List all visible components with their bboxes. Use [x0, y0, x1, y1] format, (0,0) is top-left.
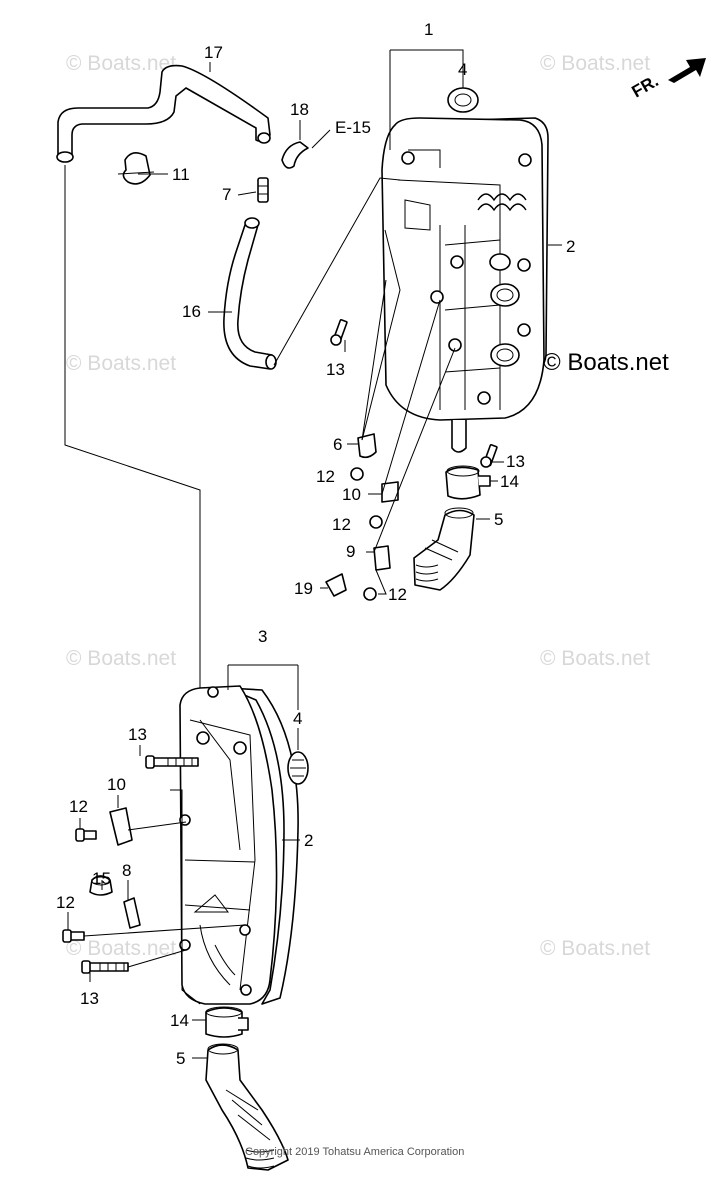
label-part-17: 17: [204, 43, 223, 62]
watermark: © Boats.net: [540, 647, 650, 670]
upper-hose-assembly: [56, 64, 309, 370]
label-part-19: 19: [294, 579, 313, 598]
label-part-18: 18: [290, 100, 309, 119]
label-part-14: 14: [500, 472, 519, 491]
forward-arrow-icon: [668, 58, 706, 83]
label-part-2: 2: [566, 237, 575, 256]
lower-small-parts: [62, 755, 289, 1171]
watermark: © Boats.net: [66, 52, 176, 75]
watermark: © Boats.net: [66, 937, 176, 960]
label-part-3: 3: [258, 627, 267, 646]
label-part-13: 13: [506, 452, 525, 471]
label-part-1: 1: [424, 20, 433, 39]
watermarks: © Boats.net © Boats.net © Boats.net © Bo…: [66, 52, 669, 960]
label-part-14: 14: [170, 1011, 189, 1030]
watermark: © Boats.net: [66, 352, 176, 375]
label-part-13: 13: [128, 725, 147, 744]
label-part-12: 12: [388, 585, 407, 604]
upper-cylinder-head-cover: [381, 87, 549, 453]
label-part-12: 12: [316, 467, 335, 486]
label-ref-e15: E-15: [335, 118, 371, 137]
label-part-5: 5: [494, 510, 503, 529]
label-part-4: 4: [458, 60, 467, 79]
label-part-10: 10: [107, 775, 126, 794]
label-part-11: 11: [172, 165, 190, 184]
label-part-6: 6: [333, 435, 342, 454]
label-part-16: 16: [182, 302, 201, 321]
label-part-4: 4: [293, 709, 302, 728]
part-labels: 1 4 2 17 11 18 E-15 7 16 13 6 12 10 12 9…: [56, 20, 575, 1068]
watermark: © Boats.net: [540, 52, 650, 75]
lower-leader-lines: [67, 664, 300, 1059]
label-part-8: 8: [122, 861, 131, 880]
watermark: © Boats.net: [66, 647, 176, 670]
label-part-12: 12: [56, 893, 75, 912]
label-part-9: 9: [346, 542, 355, 561]
label-part-15: 15: [92, 869, 111, 888]
front-label: FR.: [629, 71, 662, 101]
upper-leader-lines: [64, 49, 562, 690]
label-part-10: 10: [342, 485, 361, 504]
watermark: © Boats.net: [540, 937, 650, 960]
label-part-7: 7: [222, 185, 231, 204]
lower-cylinder-head-cover: [179, 685, 309, 1005]
label-part-2: 2: [304, 831, 313, 850]
label-part-5: 5: [176, 1049, 185, 1068]
label-part-12: 12: [332, 515, 351, 534]
upper-small-parts: [325, 319, 498, 601]
label-part-13: 13: [80, 989, 99, 1008]
label-part-12: 12: [69, 797, 88, 816]
copyright-notice: Copyright 2019 Tohatsu America Corporati…: [245, 1146, 464, 1158]
label-part-13: 13: [326, 360, 345, 379]
watermark-prominent: © Boats.net: [543, 349, 669, 376]
